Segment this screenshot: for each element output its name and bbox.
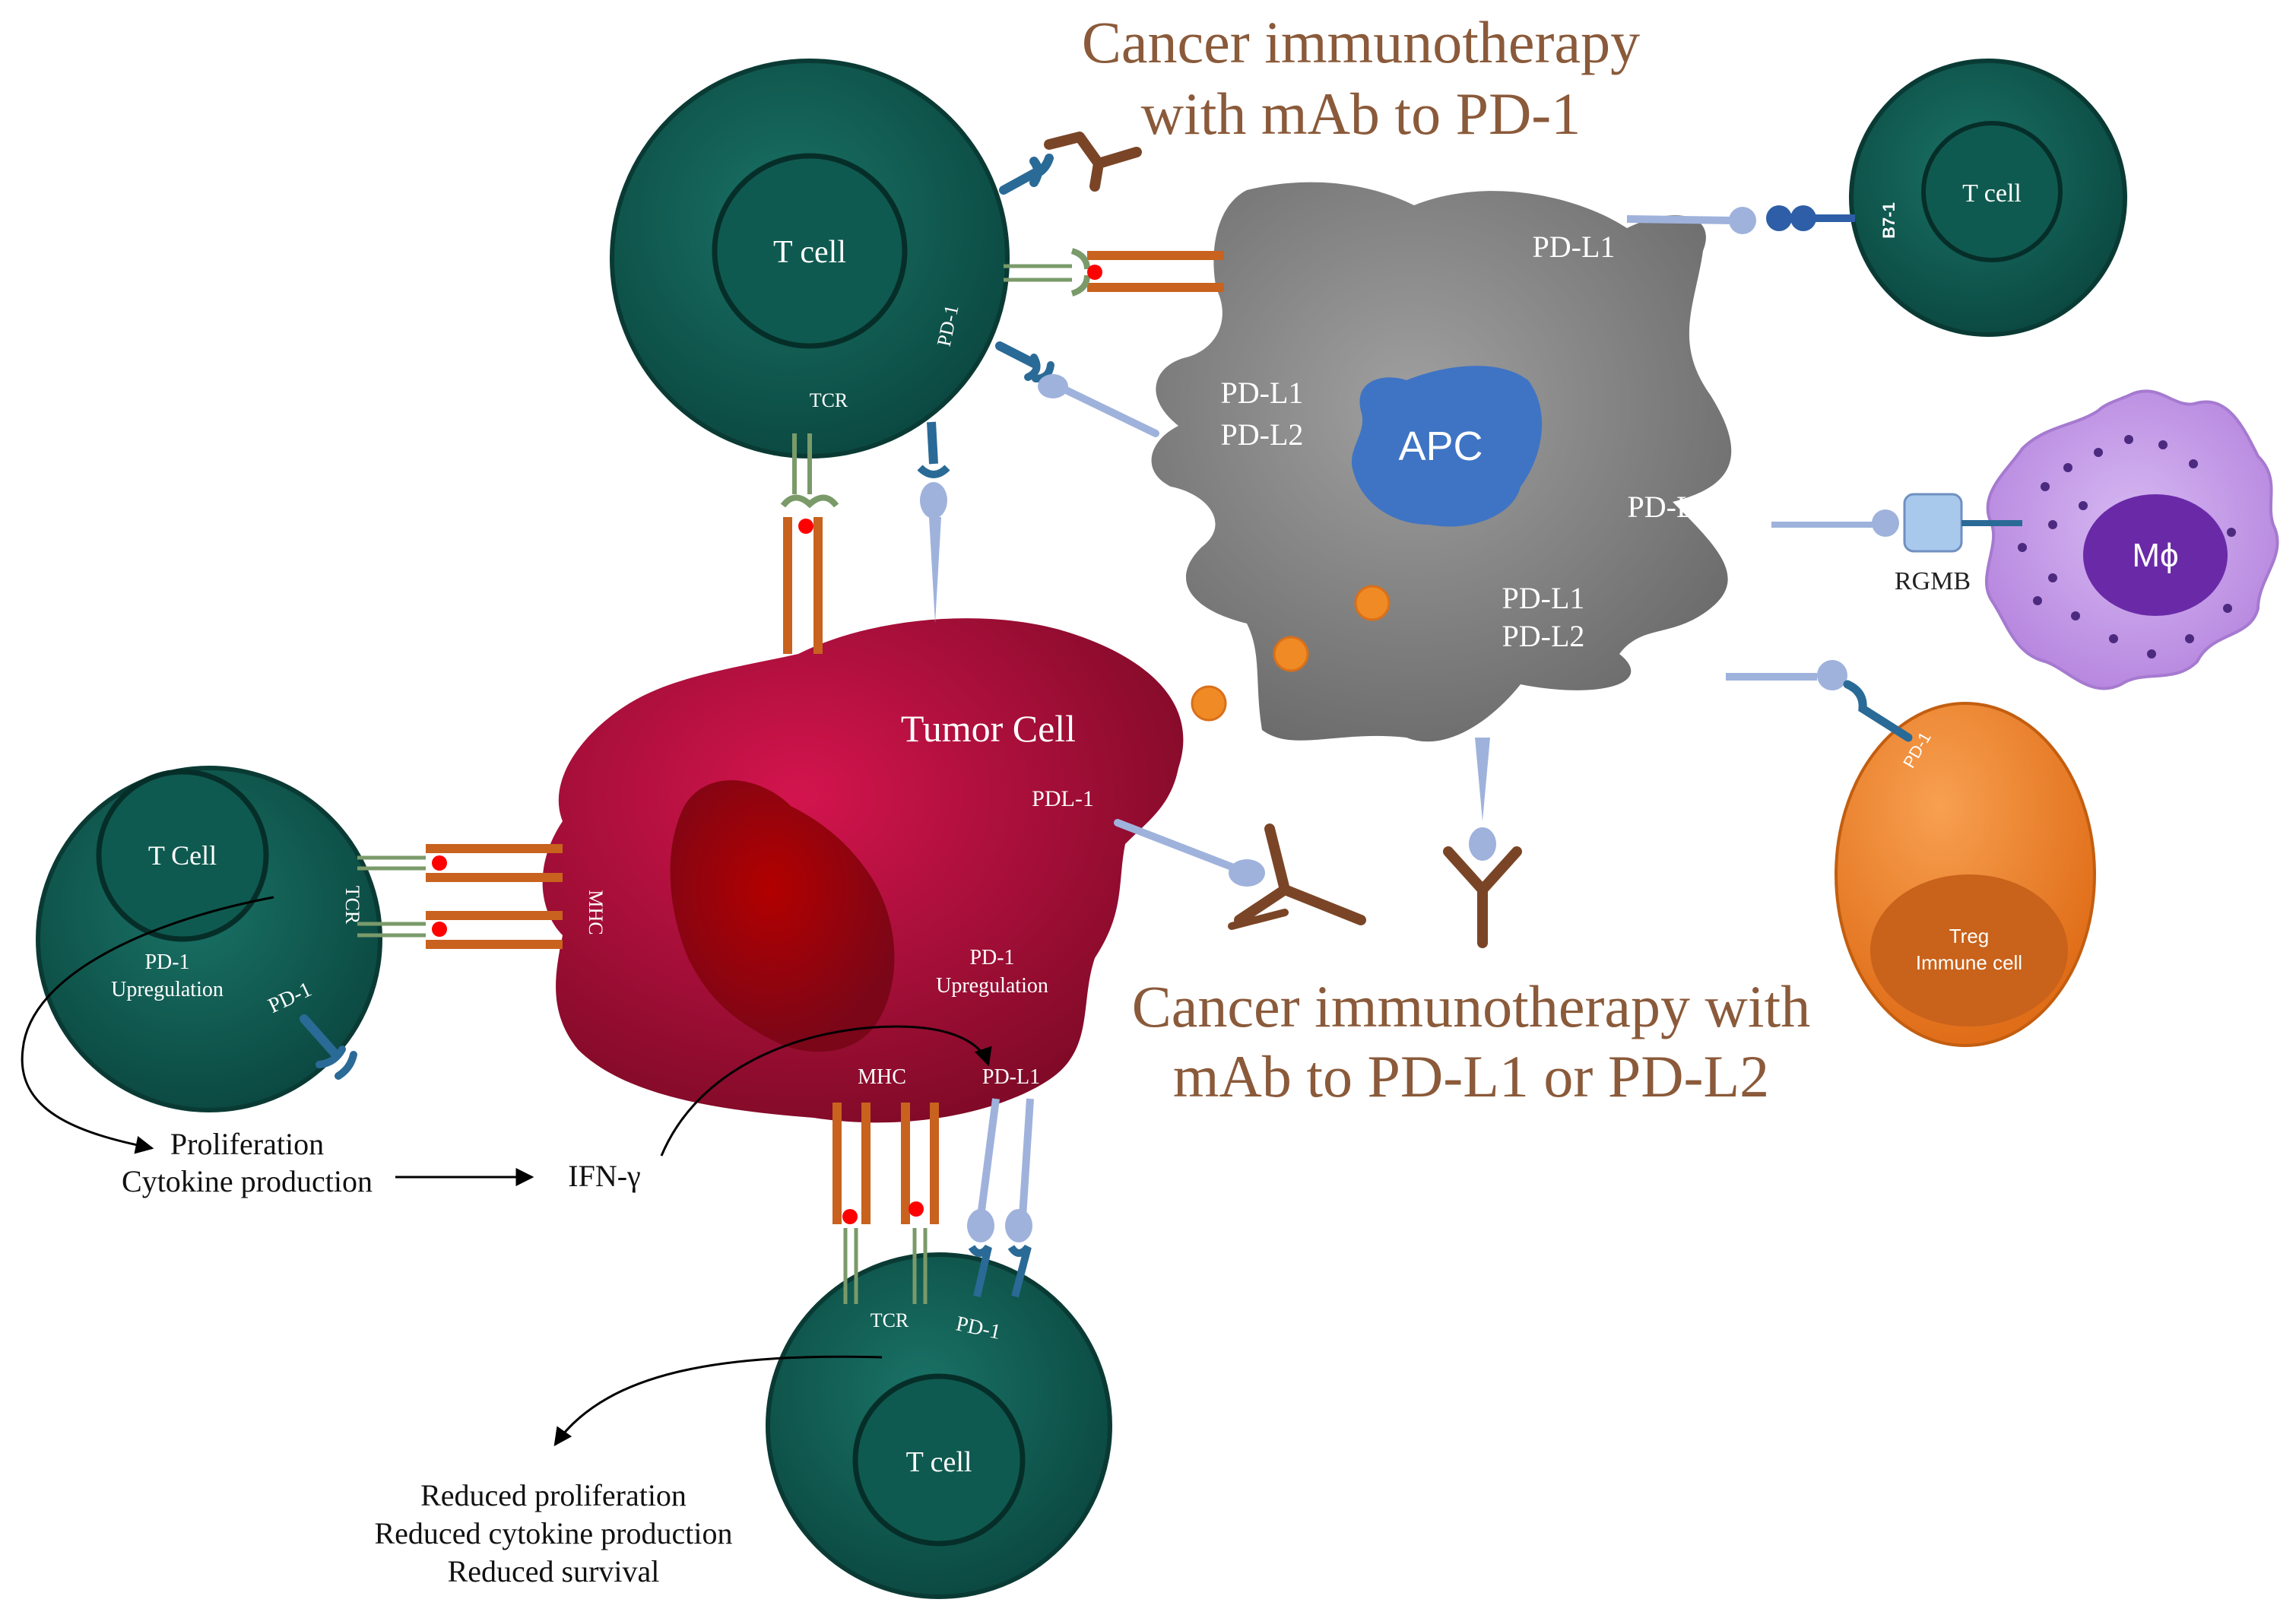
pdl1-b7-1 — [1626, 205, 1855, 234]
pd1-therapy-title-line1: Cancer immunotherapy — [1082, 9, 1640, 75]
antibody-pdl-tumor — [1234, 823, 1366, 925]
tumor-label: Tumor Cell — [901, 707, 1076, 750]
t-cell-left-pd1-upreg-1: PD-1 — [144, 950, 189, 974]
reduced-survival: Reduced survival — [448, 1554, 660, 1588]
t-cell-bottom: T cell TCR PD-1 — [766, 1252, 1112, 1599]
pd1-pdl1-bottom — [967, 1098, 1034, 1298]
t-cell-left: T Cell PD-1 Upregulation PD-1 TCR — [36, 766, 382, 1112]
t-cell-left-tcr-label: TCR — [341, 886, 363, 925]
outcome-proliferation: Proliferation — [170, 1127, 324, 1161]
apc-pdl1-low: PD-L1 — [1502, 581, 1585, 615]
reduced-proliferation: Reduced proliferation — [420, 1478, 687, 1512]
tcr-mhc-tumor-top — [780, 433, 839, 654]
pd1-pdl1-apc — [995, 341, 1159, 437]
tumor-pdl1-antibody — [1114, 819, 1366, 930]
treg-label-2: Immune cell — [1916, 951, 2022, 974]
t-cell-top: T cell PD-1 TCR — [610, 59, 1010, 459]
apc-pdl2-mid: PD-L2 — [1221, 417, 1304, 452]
vesicle — [1354, 585, 1391, 621]
antibody-pdl-apc — [1443, 846, 1522, 948]
t-cell-bottom-label: T cell — [906, 1446, 972, 1478]
apc-nucleus — [1351, 366, 1543, 527]
t-cell-right: T cell B7-1 — [1849, 59, 2127, 337]
t-cell-top-label: T cell — [773, 235, 846, 270]
vesicle — [1191, 685, 1227, 722]
pdl-therapy-title-line1: Cancer immunotherapy with — [1132, 973, 1810, 1039]
apc-bottom-ligand-antibody — [1443, 738, 1522, 948]
b7-1-label: B7-1 — [1879, 202, 1898, 239]
treg-cell: Treg Immune cell PD-1 — [1835, 702, 2096, 1047]
arrow-ifn-upregulation — [660, 1025, 992, 1157]
pd1-therapy-title: Cancer immunotherapy with mAb to PD-1 — [1082, 9, 1640, 147]
apc-pdl1-top: PD-L1 — [1533, 230, 1616, 264]
treg-label-1: Treg — [1949, 925, 1990, 947]
pdl2-treg-pd1 — [1726, 660, 1913, 742]
tumor-pd1-upreg-2: Upregulation — [936, 974, 1048, 998]
t-cell-left-label: T Cell — [148, 840, 217, 871]
pd1-pdl1-tumor-top — [917, 421, 950, 624]
macrophage-label: Mϕ — [2132, 537, 2178, 574]
t-cell-bottom-tcr-label: TCR — [871, 1309, 909, 1331]
arrow-reduced-outcomes — [553, 1355, 883, 1446]
tcr-mhc-left — [357, 844, 563, 949]
arrow-left-proliferation — [21, 896, 274, 1154]
antibody-pd1 — [1044, 132, 1142, 192]
apc-pdl1-mid: PD-L1 — [1221, 376, 1304, 410]
macrophage: Mϕ — [1984, 389, 2279, 690]
reduced-cytokine: Reduced cytokine production — [375, 1516, 733, 1550]
t-cell-left-pd1-upreg-2: Upregulation — [111, 978, 224, 1001]
rgmb-label: RGMB — [1895, 567, 1971, 595]
apc-pdl2-low: PD-L2 — [1502, 619, 1585, 653]
tumor-pdl1-bottom-label: PD-L1 — [982, 1065, 1040, 1089]
pd1-antibody-top — [999, 132, 1142, 195]
outcome-cytokine: Cytokine production — [122, 1164, 373, 1198]
rgmb-receptor: RGMB — [1771, 493, 2022, 595]
tumor-pd1-upreg-1: PD-1 — [969, 946, 1014, 969]
tcr-mhc-apc — [1004, 248, 1224, 297]
t-cell-right-label: T cell — [1962, 179, 2022, 208]
vesicle — [1273, 636, 1309, 672]
apc-label: APC — [1398, 424, 1483, 469]
tumor-mhc-bottom-label: MHC — [858, 1065, 906, 1089]
pdl-therapy-title: Cancer immunotherapy with mAb to PD-L1 o… — [1132, 973, 1810, 1109]
pd1-left — [300, 1014, 357, 1080]
signaling-arrows — [21, 896, 992, 1446]
tumor-pdl1-label: PDL-1 — [1032, 786, 1094, 811]
pdl-therapy-title-line2: mAb to PD-L1 or PD-L2 — [1173, 1043, 1769, 1109]
ifn-gamma-label: IFN-γ — [568, 1159, 640, 1193]
t-cell-top-tcr-label: TCR — [810, 389, 848, 411]
tumor-nucleus — [670, 780, 895, 1052]
tcr-mhc-bottom — [832, 1103, 939, 1304]
pd1-therapy-title-line2: with mAb to PD-1 — [1141, 81, 1581, 147]
tumor-mhc-left-label: MHC — [585, 890, 607, 935]
apc-pdl2-right: PD-L2 — [1628, 490, 1711, 524]
